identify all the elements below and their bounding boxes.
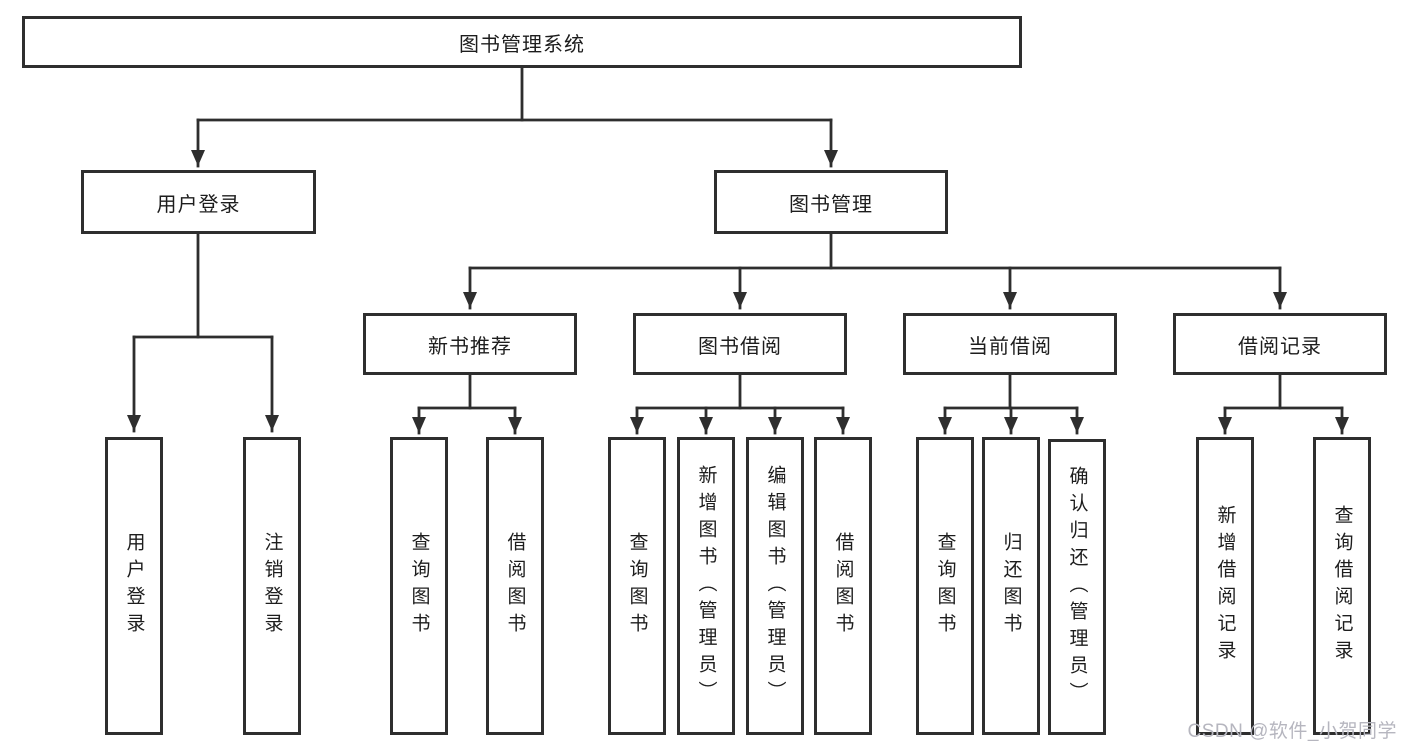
node-edit-books-admin-label: 编辑图书（管理员） (764, 464, 786, 708)
node-root-label: 图书管理系统 (459, 33, 585, 56)
node-user-login-action: 用户登录 (105, 437, 163, 735)
node-borrow-query-books-label: 查询图书 (626, 532, 648, 640)
node-user-login-action-label: 用户登录 (123, 532, 145, 640)
node-new-book-recommend: 新书推荐 (363, 313, 577, 375)
node-root: 图书管理系统 (22, 16, 1022, 68)
node-recommend-borrow-books: 借阅图书 (486, 437, 544, 735)
node-return-books-label: 归还图书 (1000, 532, 1022, 640)
node-book-management: 图书管理 (714, 170, 948, 234)
node-add-borrow-record: 新增借阅记录 (1196, 437, 1254, 735)
node-recommend-query-books-label: 查询图书 (408, 532, 430, 640)
node-current-query-books: 查询图书 (916, 437, 974, 735)
node-borrow-borrow-books: 借阅图书 (814, 437, 872, 735)
node-new-book-recommend-label: 新书推荐 (428, 335, 512, 358)
csdn-watermark: CSDN @软件_小贺同学 (1187, 721, 1397, 742)
node-book-borrow-label: 图书借阅 (698, 335, 782, 358)
node-borrow-query-books: 查询图书 (608, 437, 666, 735)
node-user-login: 用户登录 (81, 170, 316, 234)
node-add-borrow-record-label: 新增借阅记录 (1214, 505, 1236, 667)
node-logout-action-label: 注销登录 (261, 532, 283, 640)
node-confirm-return-admin-label: 确认归还（管理员） (1066, 465, 1088, 709)
node-borrow-records-label: 借阅记录 (1238, 335, 1322, 358)
node-edit-books-admin: 编辑图书（管理员） (746, 437, 804, 735)
node-borrow-records: 借阅记录 (1173, 313, 1387, 375)
node-borrow-borrow-books-label: 借阅图书 (832, 532, 854, 640)
node-confirm-return-admin: 确认归还（管理员） (1048, 439, 1106, 735)
node-query-borrow-record: 查询借阅记录 (1313, 437, 1371, 735)
node-current-borrow: 当前借阅 (903, 313, 1117, 375)
node-recommend-query-books: 查询图书 (390, 437, 448, 735)
node-user-login-label: 用户登录 (156, 193, 241, 216)
node-current-borrow-label: 当前借阅 (968, 335, 1052, 358)
node-current-query-books-label: 查询图书 (934, 532, 956, 640)
node-recommend-borrow-books-label: 借阅图书 (504, 532, 526, 640)
node-logout-action: 注销登录 (243, 437, 301, 735)
node-query-borrow-record-label: 查询借阅记录 (1331, 505, 1353, 667)
node-add-books-admin: 新增图书（管理员） (677, 437, 735, 735)
node-book-management-label: 图书管理 (789, 193, 873, 216)
node-add-books-admin-label: 新增图书（管理员） (695, 464, 717, 708)
node-return-books: 归还图书 (982, 437, 1040, 735)
node-book-borrow: 图书借阅 (633, 313, 847, 375)
